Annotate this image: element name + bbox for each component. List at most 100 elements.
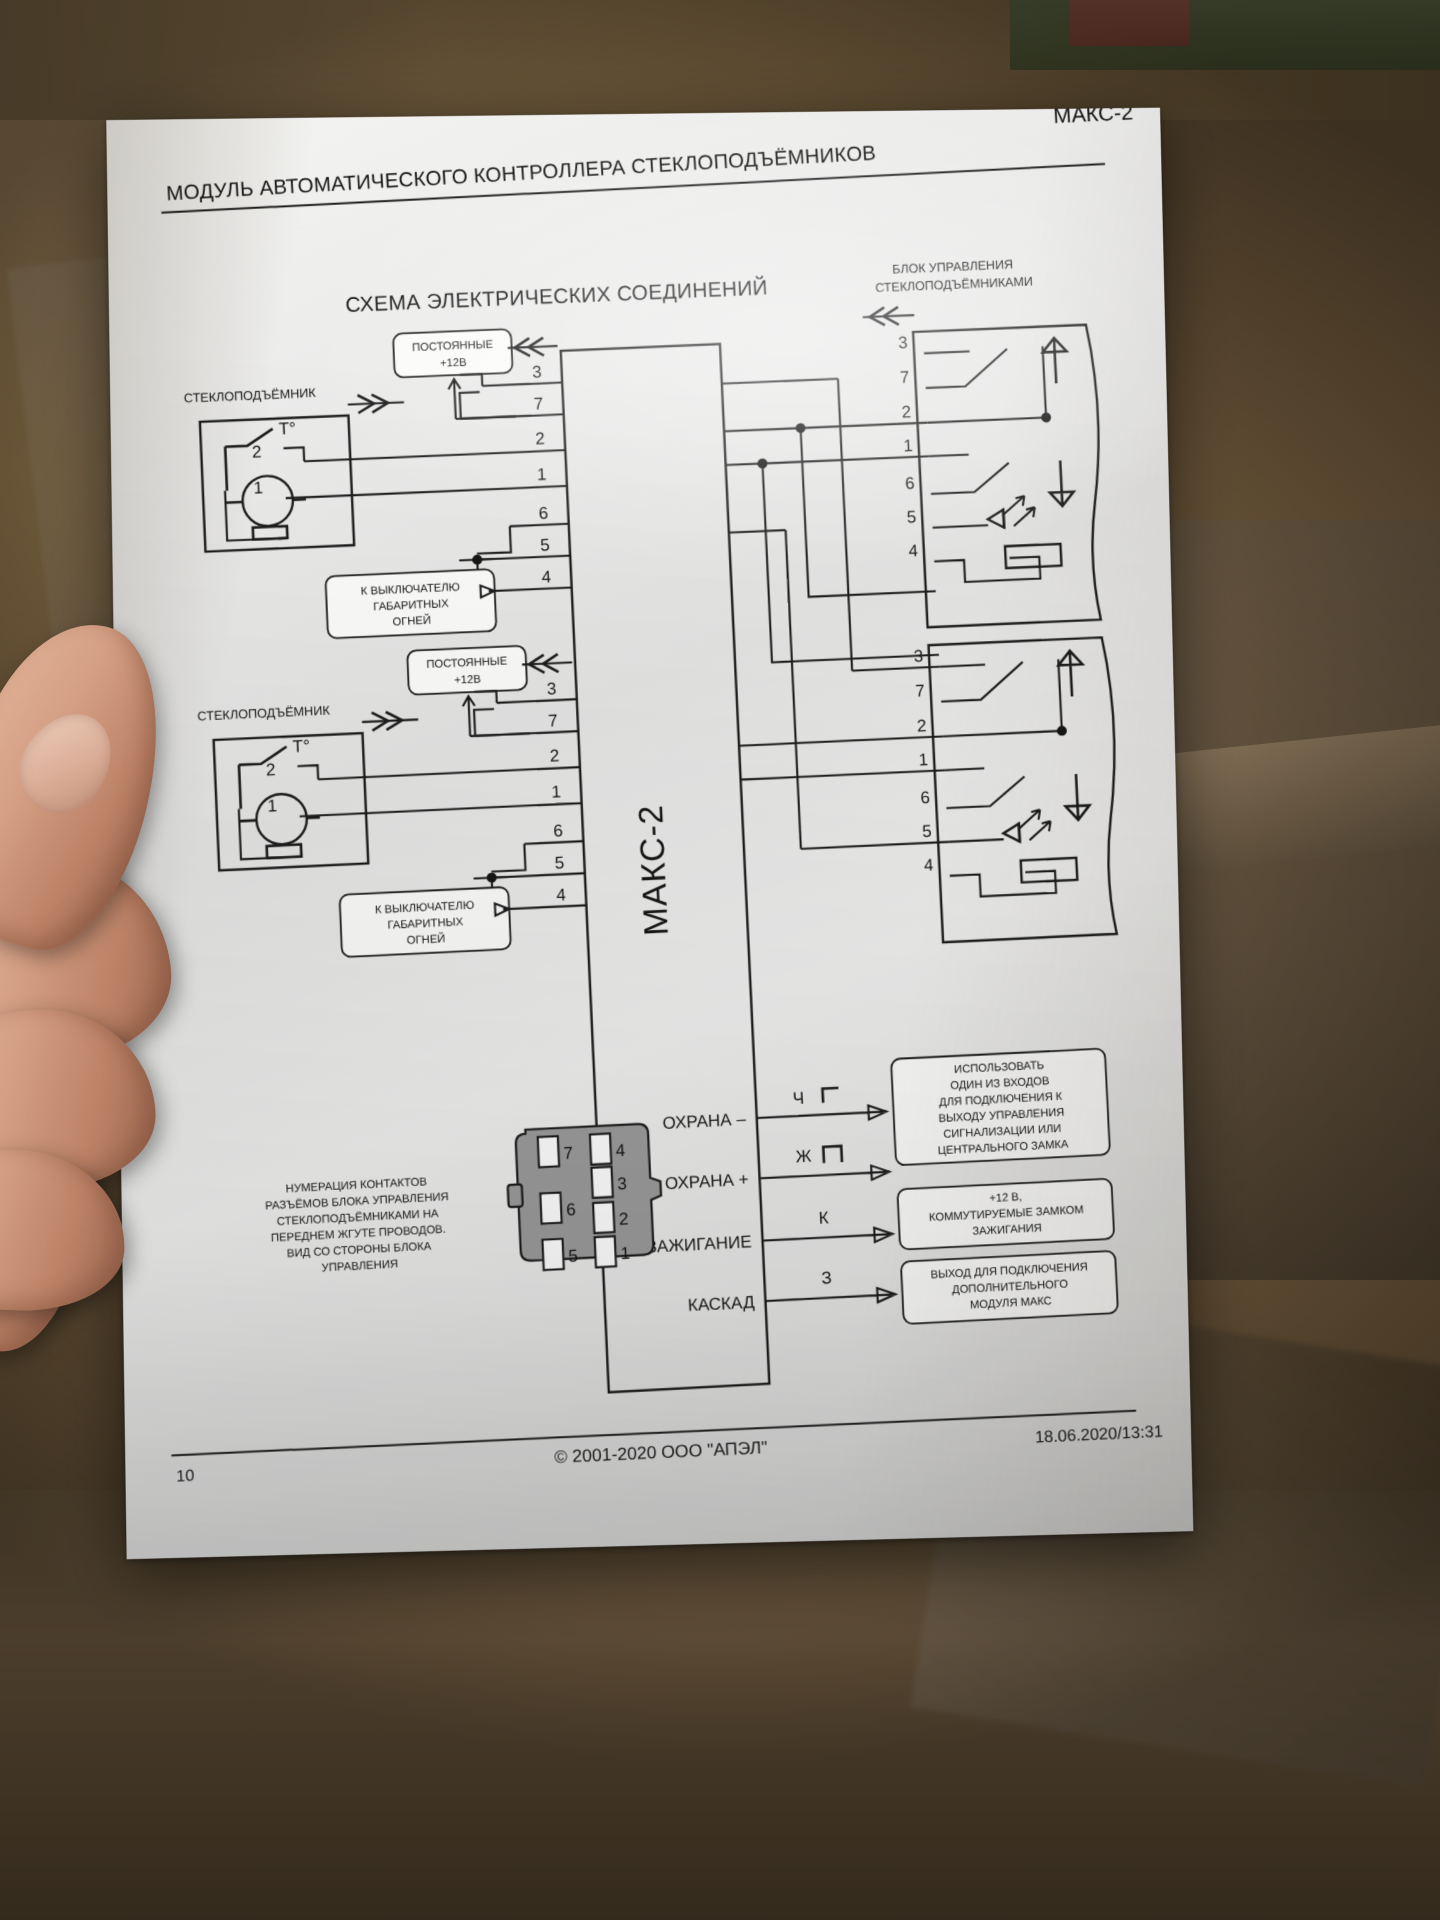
window-lift-label-top: СТЕКЛОПОДЪЁМНИК	[184, 386, 317, 406]
arrow-down-bottom	[1064, 773, 1090, 820]
power-wire-top	[456, 416, 517, 421]
left-pin-rows-top: 3 7 2 1 6 5 4	[252, 363, 573, 595]
legend-line-6: УПРАВЛЕНИЯ	[321, 1258, 398, 1274]
left-pin-bottom-6: 6	[553, 821, 563, 840]
marker-box-top-line-2: ГАБАРИТНЫХ	[373, 598, 449, 613]
power-box-bottom	[407, 646, 527, 695]
connector-pin-label-6: 6	[566, 1200, 576, 1220]
connector-hole-6	[540, 1192, 561, 1223]
right-pin-bottom-6: 6	[920, 788, 930, 807]
left-pin-top-2: 2	[535, 429, 545, 448]
left-pin-bottom-2: 2	[549, 746, 559, 765]
connector-hole-7	[538, 1136, 559, 1167]
right-pin-top-5: 5	[906, 508, 916, 527]
module-to-switch-wires	[722, 375, 948, 852]
left-pin-bottom-1: 1	[551, 782, 561, 801]
note-box-cascade	[901, 1251, 1118, 1324]
background-red-object	[1070, 0, 1190, 46]
connector-hole-4	[590, 1133, 611, 1164]
right-pin-bottom-7: 7	[915, 681, 925, 700]
note-box-alarm	[891, 1048, 1110, 1165]
note-ignition-line-3: ЗАЖИГАНИЯ	[972, 1222, 1042, 1238]
led-arrow-b-bottom	[1029, 821, 1052, 840]
schematic-svg: СХЕМА ЭЛЕКТРИЧЕСКИХ СОЕДИНЕНИЙ БЛОК УПРА…	[184, 258, 1193, 1560]
thermistor-label-bottom: T°	[292, 737, 310, 757]
left-pin-bottom-3: 3	[546, 679, 556, 698]
left-pin-bottom-4: 4	[556, 885, 566, 904]
arrow-up-top	[1042, 337, 1068, 383]
thermistor-label-top: T°	[278, 419, 296, 439]
note-box-ignition	[897, 1179, 1114, 1250]
marker-lights-box-bottom	[339, 887, 511, 957]
right-pin-top-4: 4	[908, 541, 918, 560]
arrow-down-top	[1048, 460, 1074, 507]
signal-label-cascade: КАСКАД	[687, 1293, 755, 1316]
right-pin-bottom-4: 4	[923, 856, 933, 875]
led-arrow-b-top	[1013, 507, 1036, 526]
connector-pin-label-4: 4	[615, 1141, 625, 1161]
led-arrow-a-bottom	[1018, 810, 1041, 829]
marker-box-top-line-1: К ВЫКЛЮЧАТЕЛЮ	[361, 581, 461, 597]
power-box-top	[393, 329, 513, 378]
connector-arrow-top-power	[507, 337, 558, 357]
connector-legend: НУМЕРАЦИЯ КОНТАКТОВ РАЗЪЁМОВ БЛОКА УПРАВ…	[265, 1123, 664, 1274]
power-arrow-top	[448, 377, 462, 420]
note-cascade-line-2: ДОПОЛНИТЕЛЬНОГО	[952, 1278, 1069, 1296]
connector-arrow-bottom-power	[521, 652, 573, 674]
thermistor-top	[224, 427, 274, 448]
right-switch-block-bottom: 3 7 2 1 6 5 4	[913, 637, 1124, 943]
background-right-shadow	[1140, 520, 1440, 1280]
left-pin-top-1: 1	[537, 465, 547, 484]
motor-pin-top-2: 2	[252, 442, 262, 461]
motor-lead-top-a	[226, 502, 244, 503]
wire-color-ignition: К	[818, 1208, 829, 1228]
signal-lines: ОХРАНА – Ч ОХРАНА + Ж ЗАЖИГАНИЕ К КАСКАД	[646, 1084, 896, 1316]
connector-pin-label-2: 2	[619, 1209, 629, 1229]
marker-lights-box-top	[325, 569, 496, 638]
motor-pin-bottom-1: 1	[267, 796, 277, 816]
right-header-line-2: СТЕКЛОПОДЪЁМНИКАМИ	[875, 275, 1033, 295]
marker-box-top-line-3: ОГНЕЙ	[392, 614, 431, 629]
marker-arrow-top	[479, 583, 498, 599]
note-alarm-line-5: СИГНАЛИЗАЦИИ ИЛИ	[943, 1123, 1061, 1141]
connector-hole-5	[542, 1239, 563, 1270]
page-content: МОДУЛЬ АВТОМАТИЧЕСКОГО КОНТРОЛЛЕРА СТЕКЛ…	[106, 108, 1193, 1560]
diagram-title: СХЕМА ЭЛЕКТРИЧЕСКИХ СОЕДИНЕНИЙ	[345, 276, 768, 317]
left-pin-bottom-7: 7	[548, 711, 558, 730]
left-pin-top-4: 4	[541, 567, 551, 586]
background-bottom-cardboard	[0, 1490, 1440, 1920]
led-arrow-a-top	[1003, 496, 1026, 515]
note-alarm-line-1: ИСПОЛЬЗОВАТЬ	[954, 1060, 1045, 1076]
motor-lead-bottom-a	[239, 820, 257, 821]
connector-pin-label-5: 5	[568, 1246, 578, 1266]
thermistor-leg-top	[223, 446, 228, 490]
motor-pin-top-1: 1	[253, 478, 263, 497]
connector-arrow-top-left	[347, 393, 405, 415]
connector-arrow-right-top	[862, 306, 914, 326]
connector-hole-3	[591, 1167, 612, 1198]
left-pin-top-5: 5	[540, 536, 550, 555]
manual-page-sheet: МОДУЛЬ АВТОМАТИЧЕСКОГО КОНТРОЛЛЕРА СТЕКЛ…	[106, 107, 1194, 1560]
window-lift-label-bottom: СТЕКЛОПОДЪЁМНИК	[197, 703, 331, 723]
diode-bottom	[1003, 824, 1020, 843]
wiring-diagram: СХЕМА ЭЛЕКТРИЧЕСКИХ СОЕДИНЕНИЙ БЛОК УПРА…	[106, 108, 1193, 1560]
central-module-label: МАКС-2	[632, 803, 676, 936]
right-switch-block-top: 3 7 2 1 6 5 4	[862, 299, 1108, 630]
right-pin-top-6: 6	[905, 474, 915, 493]
note-cascade-line-3: МОДУЛЯ МАКС	[970, 1295, 1052, 1311]
note-boxes: ИСПОЛЬЗОВАТЬ ОДИН ИЗ ВХОДОВ ДЛЯ ПОДКЛЮЧЕ…	[891, 1048, 1118, 1324]
power-box-bottom-line-1: ПОСТОЯННЫЕ	[426, 655, 508, 671]
right-header-line-1: БЛОК УПРАВЛЕНИЯ	[892, 258, 1013, 277]
motor-top	[242, 475, 294, 527]
power-box-bottom-line-2: +12В	[454, 674, 481, 687]
connector-pin-label-3: 3	[617, 1174, 627, 1194]
connector-pin-label-1: 1	[620, 1243, 630, 1263]
left-pin-rows-bottom: 3 7 2 1 6 5 4 2	[266, 679, 587, 920]
wire-color-ohrana-plus: Ж	[795, 1147, 812, 1167]
motor-lead-top-b	[291, 497, 306, 501]
wire-color-ohrana-minus: Ч	[792, 1089, 804, 1109]
left-pin-top-3: 3	[532, 363, 542, 382]
right-pin-bottom-5: 5	[922, 822, 932, 841]
right-pin-bottom-1: 1	[918, 750, 928, 769]
right-pin-top-1: 1	[903, 436, 913, 455]
